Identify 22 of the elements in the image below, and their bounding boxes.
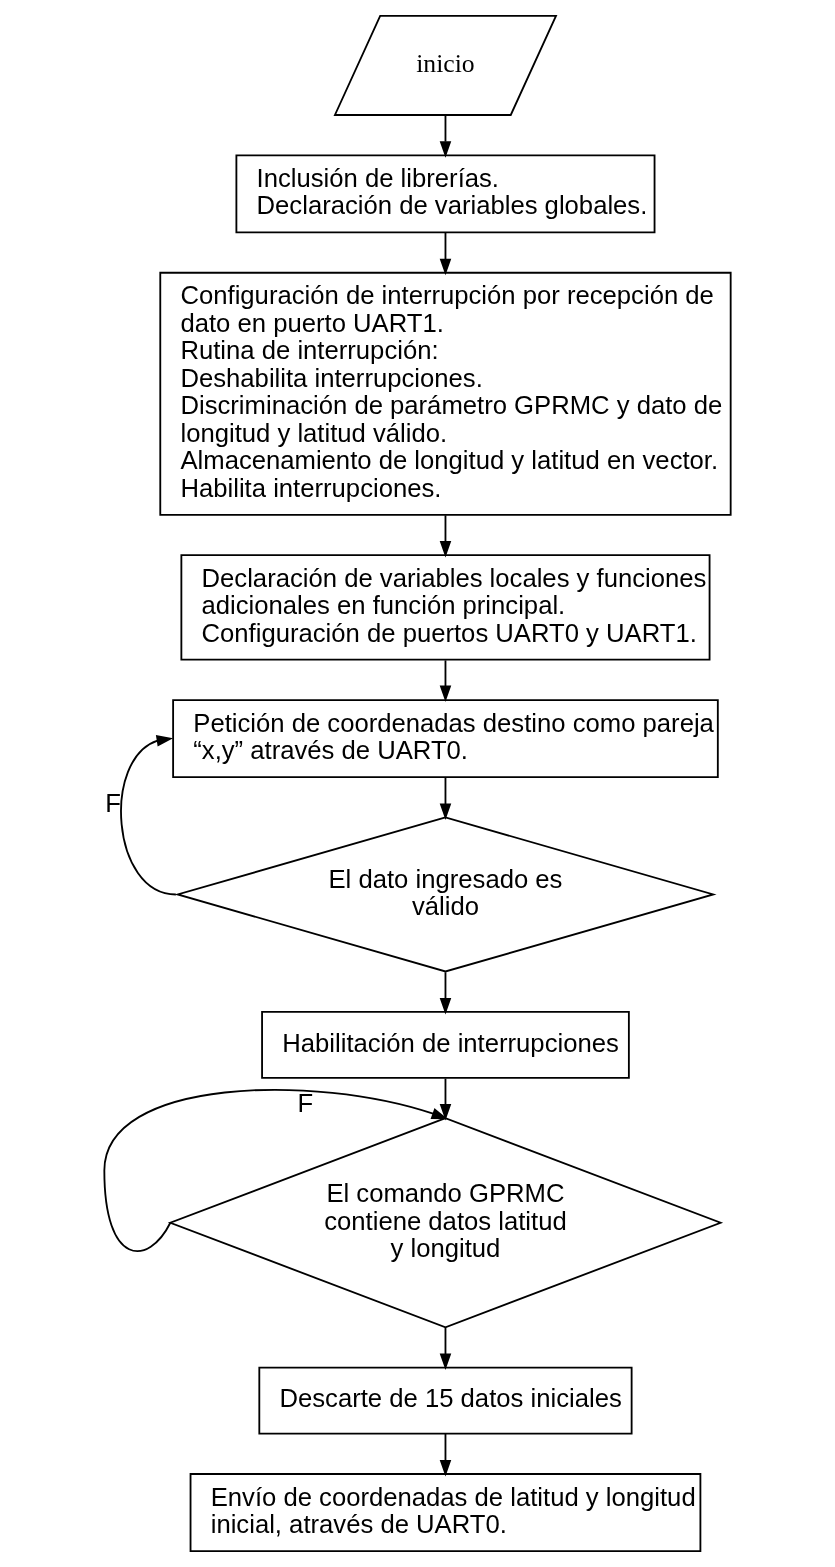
node-diamond: El dato ingresado es válido [174,816,717,973]
edge-label: F [105,789,121,818]
arrow [439,1077,452,1121]
arrow [439,1326,452,1371]
arrow [120,734,177,896]
node-diamond: El comando GPRMC contiene datos latitud y longitud [167,1117,724,1329]
node-box: Envío de coordenadas de latitud y longitud inicial, através de UART0. [189,1473,702,1552]
node-box: Configuración de interrupción por recepción de dato en puerto UART1. Rutina de interrupción: Deshabilita interrupciones. Discriminación de parámetro GPRMC y dato de longitud y latitud válido. Almacenamiento de longitud y latitud en vector. Habilita interrupciones. [159,271,732,516]
node-box: Declaración de variables locales y funciones adicionales en función principal. Configuración de puertos UART0 y UART1. [180,554,711,661]
edge-label: F [297,1088,314,1117]
node-box: Descarte de 15 datos iniciales [258,1366,633,1435]
node-box: Habilitación de interrupciones [261,1010,630,1079]
arrow [439,659,452,703]
arrow [439,1432,452,1477]
arrow [439,776,452,821]
arrow [439,114,452,158]
arrow [439,231,452,276]
node-box: Inclusión de librerías. Declaración de variables globales. [235,154,656,234]
arrow [103,1089,449,1252]
node-box: Petición de coordenadas destino como pareja “x,y” através de UART0. [172,699,719,778]
arrow [439,514,452,558]
arrow [439,971,452,1015]
